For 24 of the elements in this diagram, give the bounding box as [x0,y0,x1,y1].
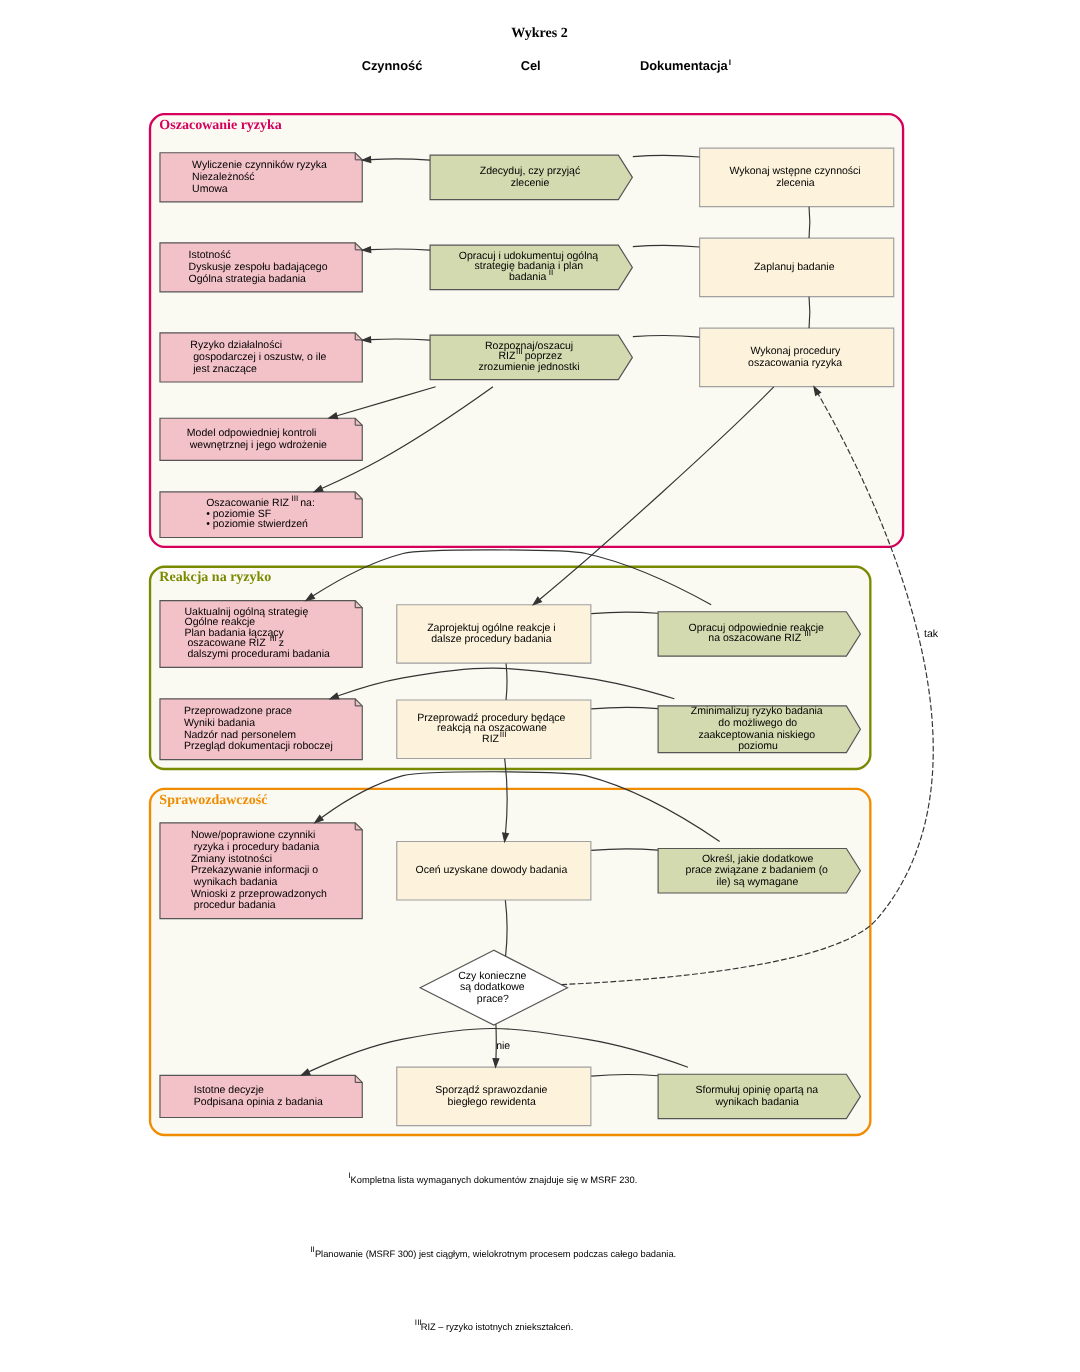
connector [504,899,508,957]
arrow [327,386,437,420]
connector [808,206,811,239]
arrow [360,245,431,254]
connector [590,706,659,710]
arrow [312,386,494,493]
connector [632,154,700,158]
connector [505,662,508,701]
arrow [304,549,712,606]
arrow [360,335,431,344]
arrow [560,385,934,986]
connector [590,848,659,851]
arrow [501,758,510,844]
connector [632,244,700,248]
arrow [328,667,675,700]
connector [590,611,659,615]
arrow [492,1023,500,1069]
connector [632,334,700,338]
arrow [531,386,775,606]
arrow [360,155,431,164]
arrow [313,771,721,843]
connector [808,296,811,329]
arrow [299,1027,689,1077]
connector [590,1073,659,1077]
